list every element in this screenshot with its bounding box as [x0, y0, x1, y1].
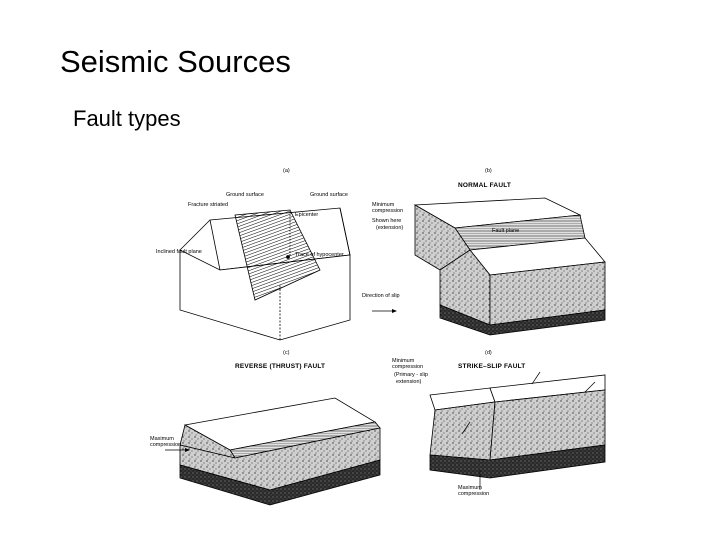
panel-b-label-shown: Shown here	[372, 218, 401, 224]
panel-a-label-fracture: Fracture striated	[188, 202, 228, 208]
panel-c-tag: (c)	[283, 350, 289, 356]
panel-c-title: REVERSE (THRUST) FAULT	[235, 364, 325, 370]
panel-a-tag: (a)	[283, 168, 290, 174]
panel-b-tag: (b)	[485, 168, 492, 174]
panel-b-title: NORMAL FAULT	[458, 183, 511, 189]
panel-c-block	[180, 398, 380, 505]
slide-title: Seismic Sources	[60, 44, 291, 80]
panel-d-label-comp: compression	[458, 491, 489, 497]
panel-b-label-min: Minimum compression	[372, 202, 412, 214]
panel-c-label-comp: compression	[150, 442, 181, 448]
panel-a-label-dip: Direction of slip	[362, 293, 400, 299]
panel-b-block	[415, 198, 605, 335]
panel-b-label-ext: (extension)	[376, 225, 403, 231]
panel-a-label-inclined: Inclined fault plane	[156, 249, 202, 255]
panel-a-label-epicenter: Epicenter	[295, 212, 318, 218]
panel-a-label-hypocenter: Trace of hypocenter	[295, 252, 344, 258]
panel-a-block	[180, 208, 350, 340]
panel-a-label-surface: Ground surface	[226, 192, 264, 198]
panel-d-block	[430, 375, 605, 478]
fault-diagrams-svg	[140, 160, 610, 530]
panel-d-tag: (d)	[485, 350, 492, 356]
fault-types-figure: (a) Ground surface Ground surface Fractu…	[140, 160, 610, 530]
panel-b-label-plane: Fault plane	[492, 228, 519, 234]
panel-a-label-ground: Ground surface	[310, 192, 348, 198]
panel-d-title: STRIKE–SLIP FAULT	[458, 364, 525, 370]
panel-d-label-min: Minimum compression	[392, 358, 432, 370]
slide-subtitle: Fault types	[73, 106, 181, 132]
panel-d-label-ext: extension)	[396, 379, 421, 385]
panel-d-label-minsub: (Primary - slip	[394, 372, 428, 378]
